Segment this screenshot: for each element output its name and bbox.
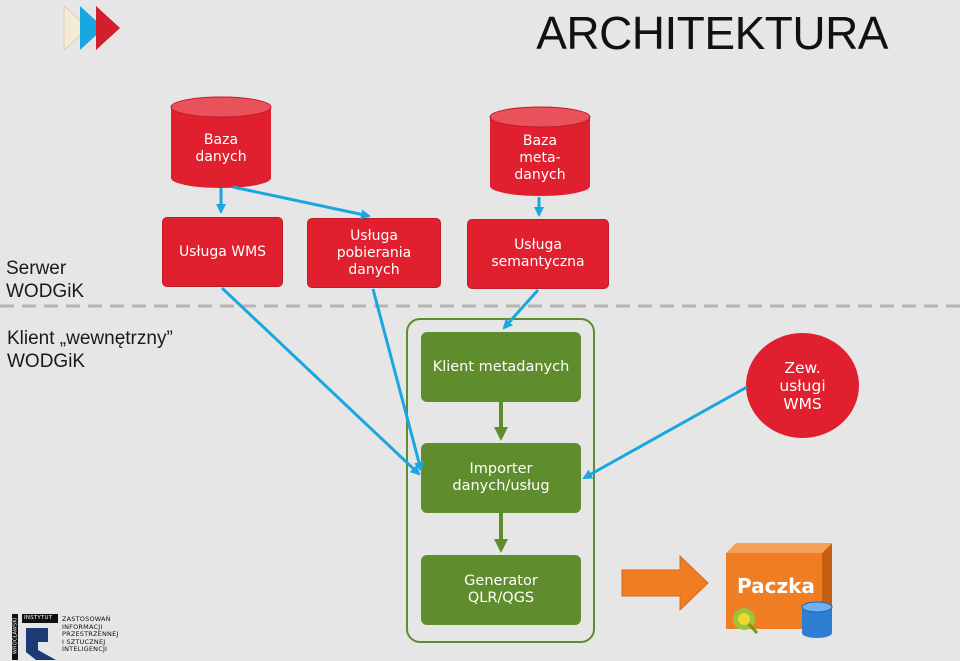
package-box bbox=[726, 543, 833, 638]
logo-institute: INSTYTUT bbox=[24, 615, 53, 621]
package-label: Paczka bbox=[737, 574, 815, 598]
output-arrow bbox=[621, 554, 709, 612]
arrow-wms-to-importer bbox=[220, 286, 421, 476]
database-cylinder-data bbox=[170, 96, 272, 188]
client-container-frame bbox=[406, 318, 595, 643]
arrow-db-to-download bbox=[232, 185, 371, 220]
client-zone-label: Klient „wewnętrzny”WODGiK bbox=[7, 328, 173, 372]
arrow-download-to-importer bbox=[371, 288, 424, 472]
institute-logo-mark bbox=[12, 614, 58, 660]
page-title: ARCHITEKTURA bbox=[536, 7, 888, 59]
metadata-client: Klient metadanych bbox=[421, 332, 581, 402]
arrow-semantic-to-metaclient bbox=[502, 288, 540, 330]
logo-text-block: ZASTOSOWAŃ INFORMACJI PRZESTRZENNEJ I SZ… bbox=[62, 615, 119, 653]
institute-logo: WROCŁAWSKI INSTYTUT ZASTOSOWAŃ INFORMACJ… bbox=[12, 614, 122, 660]
database-cylinder-metadata bbox=[489, 106, 591, 196]
arrow-external-to-importer bbox=[582, 385, 748, 480]
chevrons-decoration bbox=[63, 4, 120, 52]
server-client-separator bbox=[0, 304, 960, 308]
logo-side-text: WROCŁAWSKI bbox=[12, 617, 19, 655]
service-wms: Usługa WMS bbox=[162, 217, 283, 287]
